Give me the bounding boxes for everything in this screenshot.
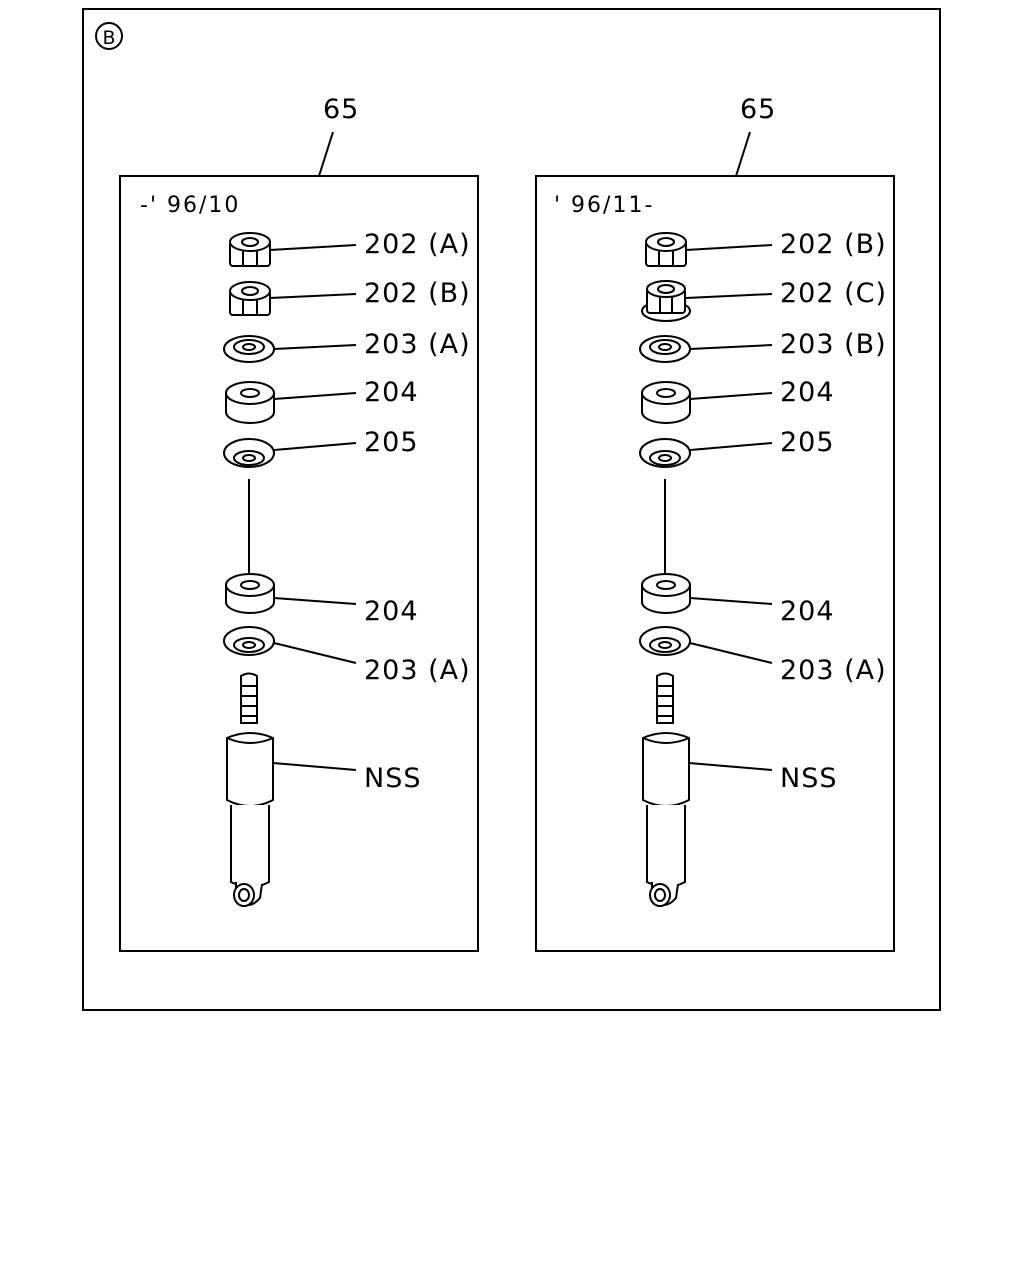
- washer-part: [639, 335, 691, 363]
- part-label: 202 (C): [780, 278, 887, 309]
- assembly-number: 65: [740, 94, 776, 125]
- part-label: 203 (A): [780, 655, 887, 686]
- part-label: 204: [364, 596, 419, 627]
- part-label: 205: [780, 427, 835, 458]
- date-range: ' 96/11-: [554, 193, 654, 218]
- outer-frame: [82, 8, 941, 1011]
- assembly-number: 65: [323, 94, 359, 125]
- shock-absorber: [642, 672, 690, 907]
- part-label: NSS: [364, 763, 421, 794]
- assembly-leader: [735, 131, 751, 177]
- leader-line: [269, 293, 357, 299]
- leader-line: [273, 642, 357, 664]
- leader-line: [273, 392, 357, 400]
- part-label: NSS: [780, 763, 837, 794]
- washer-part: [223, 626, 275, 656]
- section-marker: B: [95, 22, 123, 50]
- leader-line: [272, 762, 357, 771]
- assembly-leader: [318, 131, 334, 177]
- leader-line: [689, 392, 773, 400]
- nut-part: [229, 232, 271, 267]
- nut-part: [229, 281, 271, 316]
- part-label: 203 (A): [364, 655, 471, 686]
- bushing-part: [225, 381, 275, 424]
- panel-right-frame: [535, 175, 895, 952]
- washer-part: [639, 626, 691, 656]
- section-marker-letter: B: [102, 27, 115, 49]
- retainer-part: [639, 438, 691, 468]
- part-label: 204: [780, 377, 835, 408]
- leader-line: [273, 597, 357, 605]
- leader-line: [273, 344, 357, 350]
- panel-left: 65 -' 96/10: [119, 94, 479, 952]
- leader-line: [685, 293, 773, 299]
- leader-line: [269, 244, 357, 251]
- panel-left-frame: [119, 175, 479, 952]
- panel-right: 65 ' 96/11-: [535, 94, 895, 952]
- bushing-part: [225, 573, 275, 614]
- part-label: 203 (A): [364, 329, 471, 360]
- date-range: -' 96/10: [140, 193, 240, 218]
- bushing-part: [641, 381, 691, 424]
- leader-line: [685, 244, 773, 251]
- washer-part: [223, 335, 275, 363]
- part-label: 202 (B): [780, 229, 887, 260]
- part-label: 203 (B): [780, 329, 887, 360]
- part-label: 205: [364, 427, 419, 458]
- leader-line: [689, 642, 773, 664]
- part-label: 204: [364, 377, 419, 408]
- leader-line: [689, 442, 773, 451]
- part-label: 204: [780, 596, 835, 627]
- part-label: 202 (B): [364, 278, 471, 309]
- leader-line: [273, 442, 357, 451]
- bushing-part: [641, 573, 691, 614]
- nut-part: [645, 232, 687, 267]
- retainer-part: [223, 438, 275, 468]
- leader-line: [688, 762, 773, 771]
- shock-absorber: [226, 672, 274, 907]
- leader-line: [689, 597, 773, 605]
- leader-line: [689, 344, 773, 350]
- part-label: 202 (A): [364, 229, 471, 260]
- flanged-nut-part: [641, 280, 691, 322]
